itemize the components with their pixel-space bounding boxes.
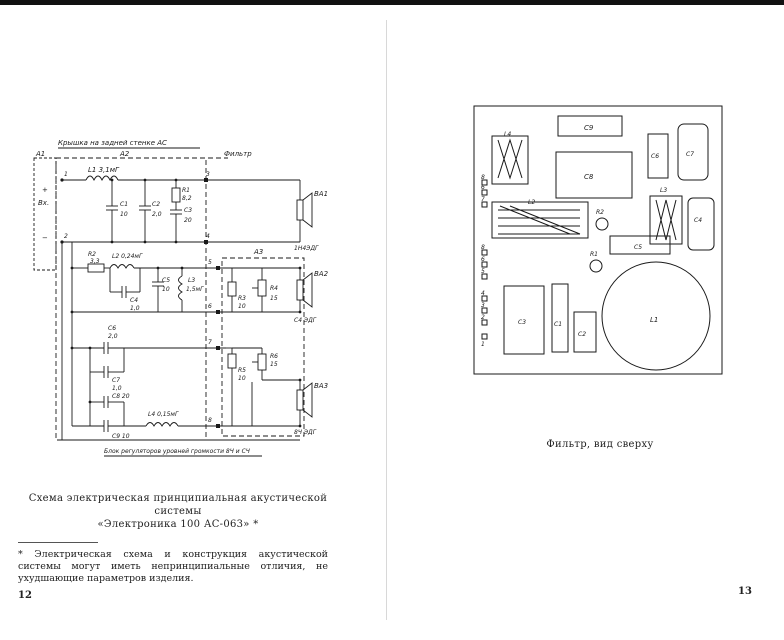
board-r2: R2: [596, 209, 604, 216]
label-ba2-type: С4 ЭДГ: [294, 317, 317, 324]
board-c1: C1: [554, 321, 562, 328]
schematic-top-label: Крышка на задней стенке АС: [58, 139, 167, 147]
schematic-block-label: Блок регуляторов уровней громкости 8Ч и …: [104, 448, 250, 455]
label-minus: −: [42, 234, 48, 242]
board-c8: C8: [584, 173, 594, 181]
label-c6-value: 2,0: [108, 333, 118, 340]
node-4: 4: [206, 233, 210, 240]
label-c7-value: 1,0: [112, 385, 122, 392]
board-l1: L1: [650, 316, 658, 324]
page-gutter: [386, 20, 387, 620]
label-l3: L3: [188, 277, 195, 284]
board-pin-bottom-4: 1: [481, 341, 485, 348]
node-2: 2: [64, 233, 68, 240]
label-r3-value: 10: [238, 303, 246, 310]
caption-line-1: Схема электрическая принципиальная акуст…: [28, 493, 328, 517]
label-r4-value: 15: [270, 295, 278, 302]
label-a1: А1: [35, 150, 45, 158]
board-l3: L3: [660, 187, 667, 194]
board-r1: R1: [590, 251, 598, 258]
label-plus: +: [42, 186, 48, 194]
board-pin-bottom-1: 4: [481, 290, 485, 297]
label-r3: R3: [238, 295, 246, 302]
board-c2: C2: [578, 331, 586, 338]
label-c6: C6: [108, 325, 116, 332]
label-r6-value: 15: [270, 361, 278, 368]
label-c3-value: 20: [184, 217, 192, 224]
label-a2: А2: [119, 150, 130, 158]
board-l2: L2: [528, 199, 535, 206]
board-c4: C4: [694, 217, 702, 224]
label-c2: C2: [152, 201, 160, 208]
label-c1-value: 10: [120, 211, 128, 218]
board-pin-bottom-2: 3: [481, 302, 485, 309]
label-ba3-type: 8Ч ЭДГ: [294, 429, 317, 436]
label-c5-value: 10: [162, 286, 170, 293]
label-r1: R1: [182, 187, 190, 194]
label-l4: L4 0,15мГ: [148, 411, 179, 418]
label-c4-value: 1,0: [130, 305, 140, 312]
board-pin-mid-1: 8: [481, 244, 485, 251]
label-ba1: ВА1: [314, 190, 328, 198]
board-pin-top-1: 8: [481, 174, 485, 181]
caption-line-2: «Электроника 100 АС-063» *: [97, 519, 259, 530]
label-ba1-type: 1Н4ЭДГ: [294, 245, 319, 252]
scan-edge: [0, 0, 784, 5]
board-caption: Фильтр, вид сверху: [546, 439, 654, 450]
board-c5: C5: [634, 244, 642, 251]
label-a3: А3: [253, 248, 263, 256]
label-c1: C1: [120, 201, 128, 208]
board-pin-bottom-3: 2: [481, 314, 485, 321]
label-r6: R6: [270, 353, 278, 360]
label-r5: R5: [238, 367, 246, 374]
footnote-rule: [18, 542, 98, 543]
node-3: 3: [206, 171, 210, 178]
label-l2: L2 0,24мГ: [112, 253, 143, 260]
schematic-caption: Схема электрическая принципиальная акуст…: [18, 492, 338, 531]
label-ba3: ВА3: [314, 382, 328, 390]
circuit-schematic: Крышка на задней стенке АС Фильтр А1 А2 …: [33, 139, 329, 457]
label-input: Вх.: [38, 199, 49, 207]
label-l1: L1 3,1мГ: [88, 166, 120, 174]
board-c6: C6: [651, 153, 659, 160]
label-c8: C8 20: [112, 393, 130, 400]
label-r5-value: 10: [238, 375, 246, 382]
label-c7: C7: [112, 377, 120, 384]
filter-board-diagram: C9 C8 C6 C7 L4 L2 R2 L3 C4 C5 R1 L1 C3 C…: [473, 105, 723, 375]
footnote: * Электрическая схема и конструкция акус…: [18, 549, 328, 584]
board-c3: C3: [518, 319, 526, 326]
label-c2-value: 2,0: [152, 211, 162, 218]
label-r1-value: 8,2: [182, 195, 192, 202]
schematic-filter-label: Фильтр: [224, 150, 252, 158]
node-5: 5: [208, 259, 212, 266]
board-pin-top-3: 7: [481, 196, 485, 203]
label-ba2: ВА2: [314, 270, 329, 278]
page-number-right: 13: [738, 586, 752, 597]
board-pin-mid-3: 5: [481, 268, 485, 275]
label-c5: C5: [162, 277, 170, 284]
board-c7: C7: [686, 151, 694, 158]
board-pin-top-2: 6: [481, 184, 485, 191]
board-c9: C9: [584, 124, 594, 132]
label-c3: C3: [184, 207, 192, 214]
node-8: 8: [208, 417, 212, 424]
label-c4: C4: [130, 297, 138, 304]
label-r2: R2: [88, 251, 96, 258]
node-7: 7: [208, 339, 212, 346]
label-c9: C9 10: [112, 433, 130, 440]
board-l4: L4: [504, 131, 511, 138]
board-pin-mid-2: 6: [481, 256, 485, 263]
label-l3-value: 1,5мГ: [186, 286, 204, 293]
node-6: 6: [208, 303, 212, 310]
node-1: 1: [64, 171, 68, 178]
label-r4: R4: [270, 285, 278, 292]
page-number-left: 12: [18, 590, 32, 601]
label-r2-value: 3,3: [90, 258, 100, 265]
